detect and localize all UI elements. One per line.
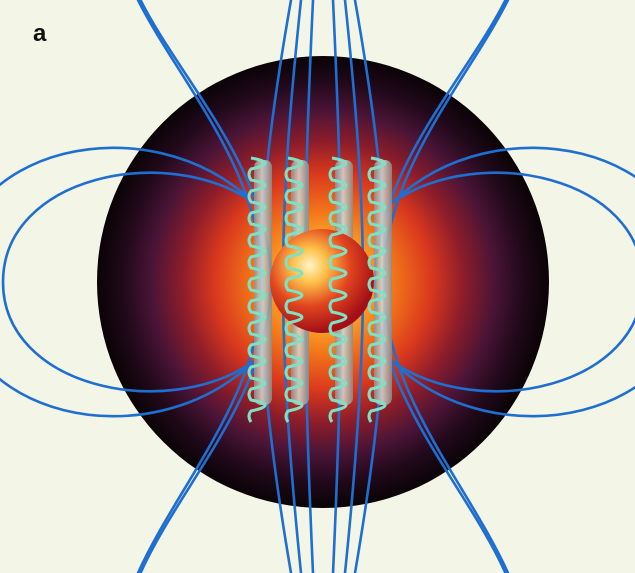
helix-strand <box>328 156 348 423</box>
helical-flows <box>247 156 387 423</box>
field-loop-left <box>0 146 255 418</box>
field-loop-left <box>1 171 255 393</box>
helix-strand <box>367 156 387 423</box>
convection-column <box>254 160 272 405</box>
field-loop-right <box>391 146 635 418</box>
helix-strand <box>284 156 304 423</box>
convection-column <box>374 160 392 405</box>
panel-label: a <box>33 20 47 47</box>
field-loop-right <box>391 171 635 393</box>
helix-strand <box>247 156 267 423</box>
